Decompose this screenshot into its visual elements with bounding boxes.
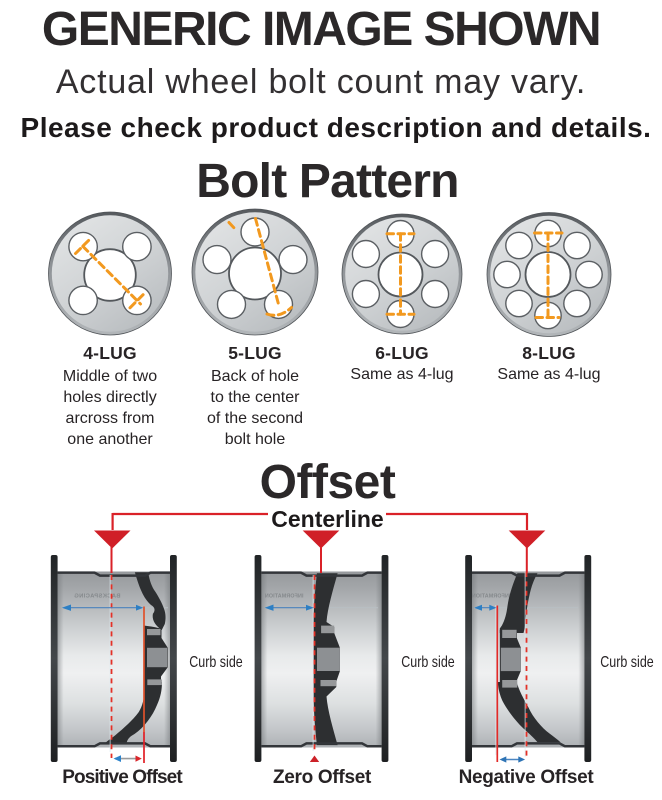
svg-text:INFORMATION: INFORMATION — [472, 594, 511, 600]
svg-text:INFORMATION: INFORMATION — [265, 594, 304, 600]
svg-text:BACKSPACING: BACKSPACING — [74, 594, 121, 600]
